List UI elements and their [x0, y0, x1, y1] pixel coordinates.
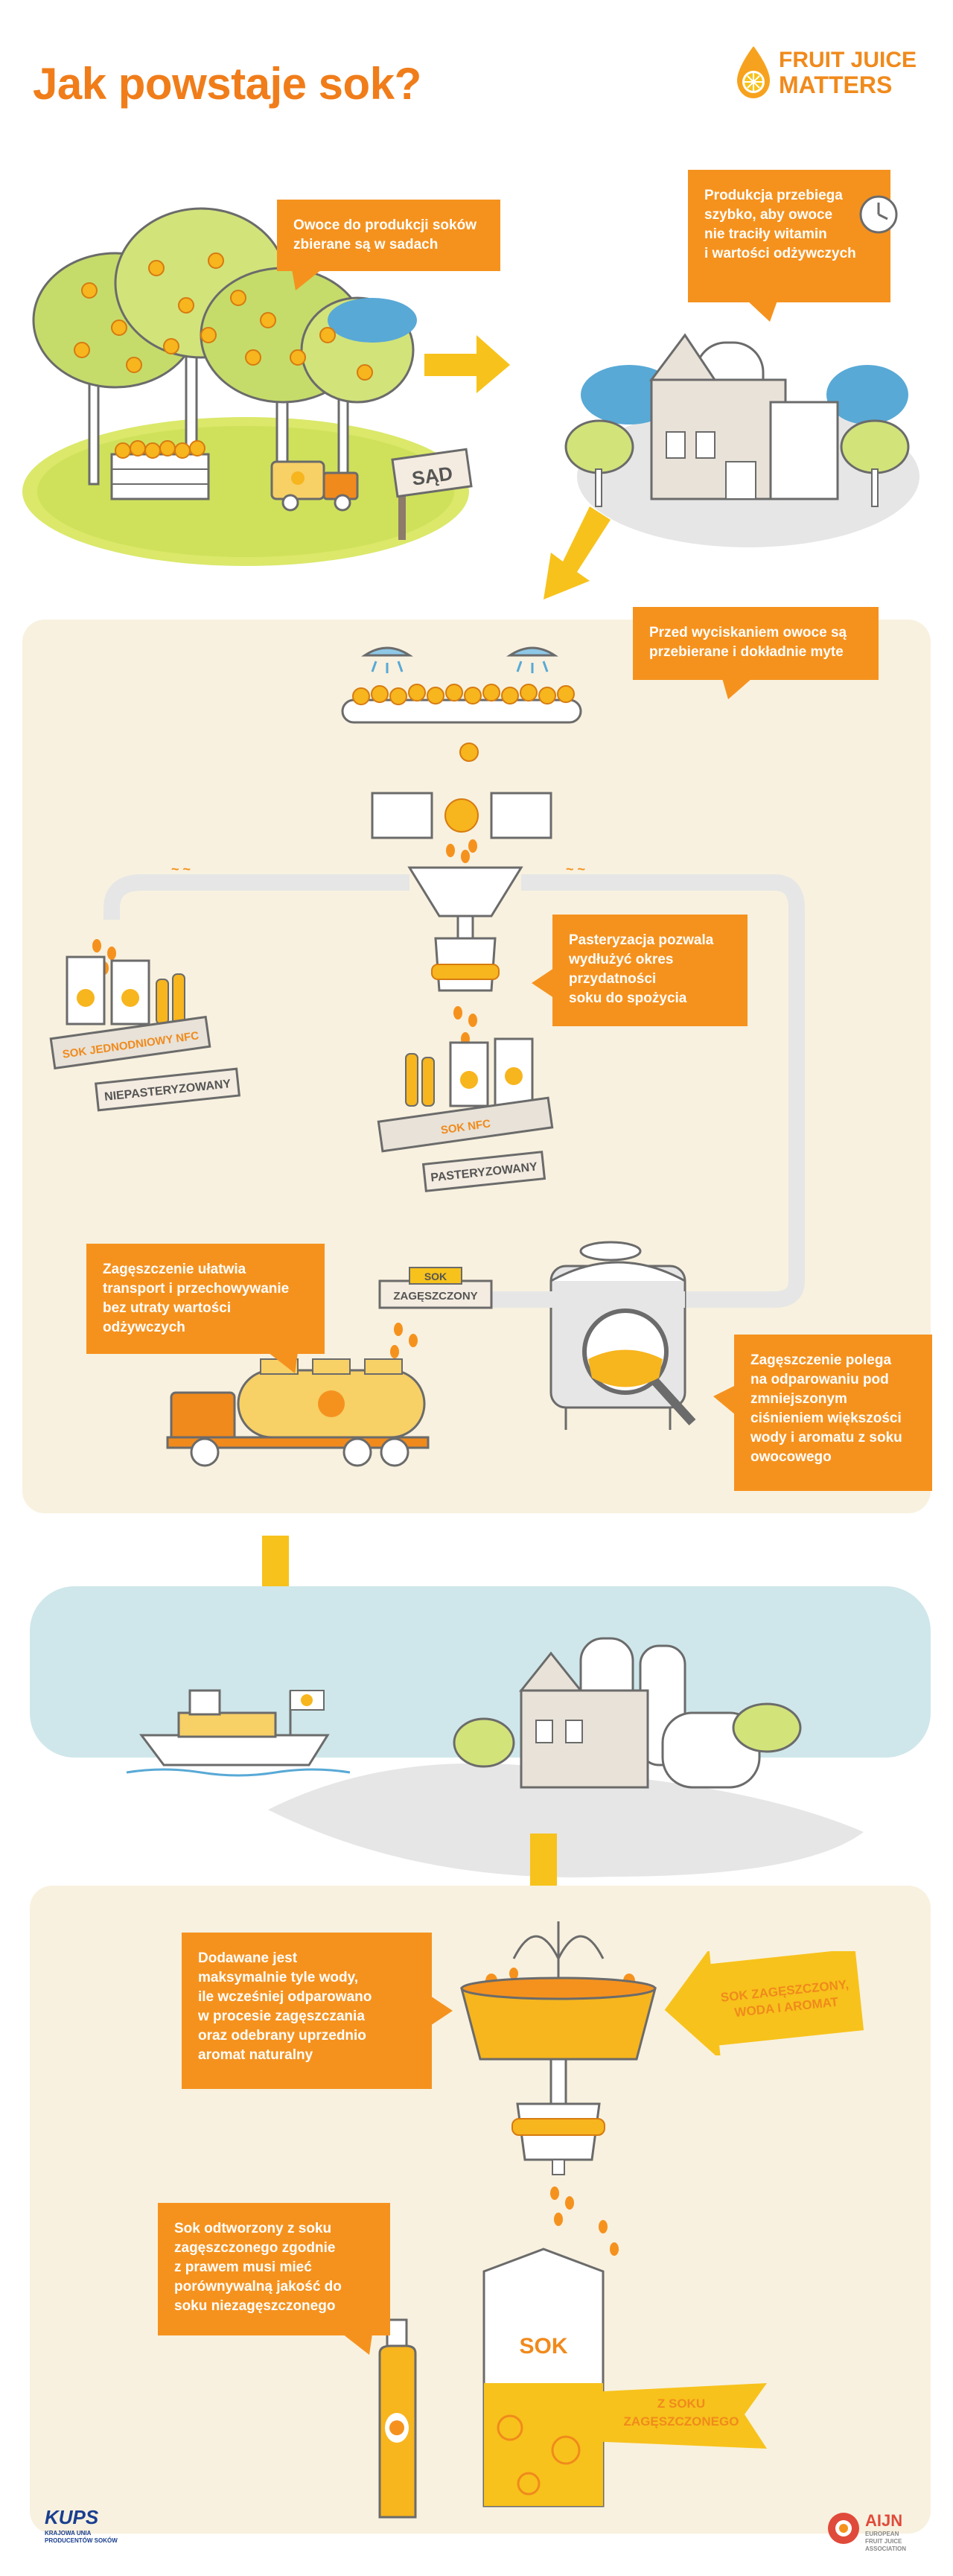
aijn-emblem-icon: [828, 2513, 859, 2544]
page-title: Jak powstaje sok?: [33, 59, 421, 109]
note-concentration-transport: Zagęszczenie ułatwia transport i przecho…: [86, 1244, 325, 1354]
kups-logo-text: KUPS: [45, 2506, 99, 2528]
orchard-illustration: SĄD: [22, 207, 473, 566]
from-concentrate-label: Z SOKU ZAGĘSZCZONEGO: [623, 2397, 739, 2429]
note-concentration-process: Zagęszczenie polega na odparowaniu pod z…: [734, 1335, 932, 1491]
orange-drop-icon: [737, 46, 770, 98]
arrow-down-left-icon: [544, 506, 611, 600]
note-water-added-tail: [430, 1996, 453, 2026]
reconstitution-illustration: SOK: [378, 1921, 657, 2519]
fruit-juice-matters-logo: FRUIT JUICE MATTERS: [734, 45, 928, 104]
aijn-logo-text: AIJN: [865, 2511, 903, 2530]
note-fast-production-tail: [748, 301, 777, 322]
note-concentration-process-tail: [713, 1385, 736, 1415]
note-fast-production: Produkcja przebiega szybko, aby owoce ni…: [688, 170, 890, 302]
svg-text:~ ~: ~ ~: [566, 862, 585, 877]
note-washing: Przed wyciskaniem owoce są przebierane i…: [633, 607, 879, 680]
ingredients-arrow: SOK ZAGĘSZCZONY,WODA I AROMAT: [664, 1951, 864, 2055]
clock-icon: [859, 195, 898, 234]
aijn-logo-subtitle: EUROPEAN FRUIT JUICE ASSOCIATION: [865, 2531, 906, 2552]
logo-line2: MATTERS: [779, 71, 893, 98]
note-water-added: Dodawane jest maksymalnie tyle wody, ile…: [182, 1933, 432, 2089]
concentrate-label-line2: ZAGĘSZCZONY: [393, 1290, 477, 1303]
note-washing-tail: [722, 678, 752, 699]
kups-logo-subtitle: KRAJOWA UNIA PRODUCENTÓW SOKÓW: [45, 2530, 118, 2544]
shipping-illustration: [126, 1637, 864, 1877]
note-orchard-tail: [292, 270, 322, 290]
logo-line1: FRUIT JUICE: [779, 48, 917, 72]
concentrate-label-line1: SOK: [424, 1270, 447, 1282]
note-pasteurization: Pasteryzacja pozwala wydłużyć okres przy…: [552, 915, 748, 1026]
note-pasteurization-tail: [532, 968, 554, 998]
kups-logo: KUPS KRAJOWA UNIA PRODUCENTÓW SOKÓW: [45, 2506, 171, 2558]
factory-illustration: [564, 333, 919, 547]
note-orchard: Owoce do produkcji soków zbierane są w s…: [277, 200, 500, 271]
note-concentration-transport-tail: [268, 1352, 298, 1373]
note-reconstituted-tail: [342, 2334, 372, 2355]
svg-text:~ ~: ~ ~: [171, 862, 191, 877]
aijn-logo: AIJN EUROPEAN FRUIT JUICE ASSOCIATION: [826, 2511, 931, 2563]
note-reconstituted: Sok odtworzony z soku zagęszczonego zgod…: [158, 2203, 390, 2335]
carton-label-text: SOK: [519, 2334, 567, 2359]
processing-illustration: ~ ~ ~ ~ SOK JEDNODNIOWY NFC NIEPASTERYZO…: [49, 646, 805, 1467]
from-concentrate-ribbon: [588, 2383, 767, 2449]
arrow-right-icon: [424, 335, 510, 393]
